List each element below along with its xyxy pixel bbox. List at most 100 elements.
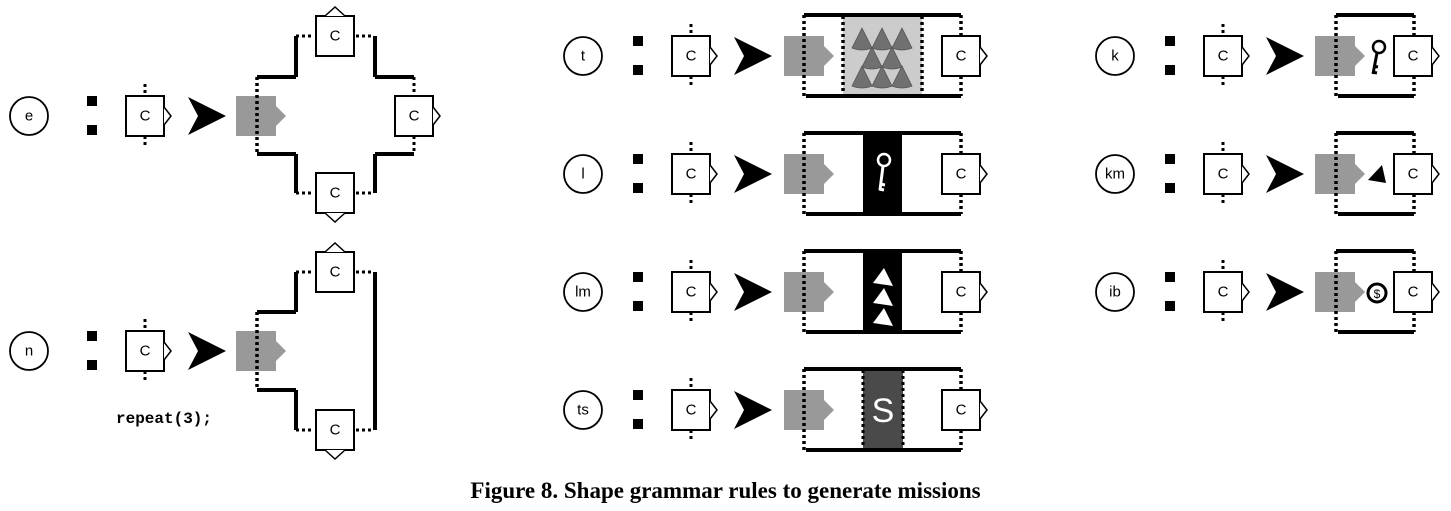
rule-id: n — [25, 343, 33, 360]
component-label: C — [330, 264, 341, 281]
rule-badge — [1095, 154, 1135, 194]
placeholder-arrow-icon — [1355, 164, 1365, 184]
component-label: C — [1408, 284, 1419, 301]
component-label: C — [686, 284, 697, 301]
component-box — [671, 35, 711, 77]
component-node: C — [1393, 153, 1440, 195]
key-icon — [1371, 39, 1387, 75]
rule-id: e — [25, 108, 33, 125]
colon-dot — [1165, 183, 1175, 193]
exit-marker-icon — [163, 106, 172, 126]
component-label: C — [1218, 284, 1229, 301]
coin-symbol: $ — [1374, 287, 1381, 301]
component-label: C — [1408, 48, 1419, 65]
component-label: C — [330, 422, 341, 439]
placeholder-arrow-icon — [824, 164, 834, 184]
rule-id: lm — [575, 284, 591, 301]
component-label: C — [686, 48, 697, 65]
rewrite-arrow-icon — [734, 155, 772, 193]
placeholder-arrow-icon — [1355, 282, 1365, 302]
exit-marker-icon — [709, 400, 718, 420]
rule-badge — [563, 272, 603, 312]
rule-id: l — [581, 166, 584, 183]
colon-dot — [1165, 272, 1175, 282]
component-node: C — [1203, 35, 1250, 77]
component-node: C — [941, 153, 988, 195]
colon-dot — [1165, 301, 1175, 311]
component-node: C — [315, 172, 355, 224]
exit-marker-icon — [1241, 282, 1250, 302]
exit-marker-icon — [979, 400, 988, 420]
exit-marker-icon — [324, 5, 346, 17]
component-node: C — [671, 153, 718, 195]
component-label: C — [1218, 48, 1229, 65]
component-box — [941, 153, 981, 195]
triangle-mark — [873, 308, 893, 326]
rule-id: km — [1105, 166, 1125, 183]
placeholder-arrow-icon — [824, 400, 834, 420]
colon-dot — [87, 96, 97, 106]
colon-dot — [87, 125, 97, 135]
exit-marker-icon — [979, 46, 988, 66]
exit-marker-icon — [324, 449, 346, 461]
rule-badge — [1095, 272, 1135, 312]
colon-dot — [633, 154, 643, 164]
colon-dot — [633, 419, 643, 429]
placeholder-arrow-icon — [276, 106, 286, 126]
component-label: C — [1408, 166, 1419, 183]
placeholder-arrow-icon — [824, 282, 834, 302]
exit-marker-icon — [1431, 282, 1440, 302]
rule-badge — [9, 96, 49, 136]
spike — [891, 65, 913, 89]
colon-dot — [633, 390, 643, 400]
component-node: C — [1393, 271, 1440, 313]
component-label: C — [686, 402, 697, 419]
exit-marker-icon — [1241, 164, 1250, 184]
spike-trap-icon — [851, 27, 913, 89]
placeholder-arrow-icon — [276, 341, 286, 361]
exit-marker-icon — [324, 212, 346, 224]
triangle-mark — [873, 288, 893, 306]
component-label: C — [686, 166, 697, 183]
exit-marker-icon — [163, 341, 172, 361]
component-node: C — [125, 330, 172, 372]
rewrite-arrow-icon — [734, 391, 772, 429]
component-box — [1393, 271, 1433, 313]
coin-icon: $ — [1366, 282, 1388, 304]
exit-marker-icon — [709, 164, 718, 184]
colon-dot — [87, 360, 97, 370]
exit-marker-icon — [1431, 46, 1440, 66]
rewrite-arrow-icon — [1266, 37, 1304, 75]
placeholder-arrow-icon — [1355, 46, 1365, 66]
key-lock-icon — [876, 152, 892, 192]
rule-badge — [9, 331, 49, 371]
repeat-annotation: repeat(3); — [116, 410, 212, 428]
component-node: C — [671, 271, 718, 313]
exit-marker-icon — [1241, 46, 1250, 66]
rewrite-arrow-icon — [734, 273, 772, 311]
placeholder-arrow-icon — [824, 46, 834, 66]
component-label: C — [956, 48, 967, 65]
exit-marker-icon — [979, 282, 988, 302]
component-label: C — [956, 402, 967, 419]
component-node: C — [1203, 153, 1250, 195]
component-box — [315, 172, 355, 214]
rewrite-arrow-icon — [1266, 273, 1304, 311]
colon-dot — [633, 301, 643, 311]
rule-badge — [563, 154, 603, 194]
switch-door — [863, 370, 903, 450]
component-node: C — [315, 241, 355, 293]
rewrite-arrow-icon — [734, 37, 772, 75]
component-label: C — [140, 343, 151, 360]
component-label: C — [140, 108, 151, 125]
component-node: C — [394, 95, 441, 137]
colon-dot — [1165, 36, 1175, 46]
component-node: C — [125, 95, 172, 137]
